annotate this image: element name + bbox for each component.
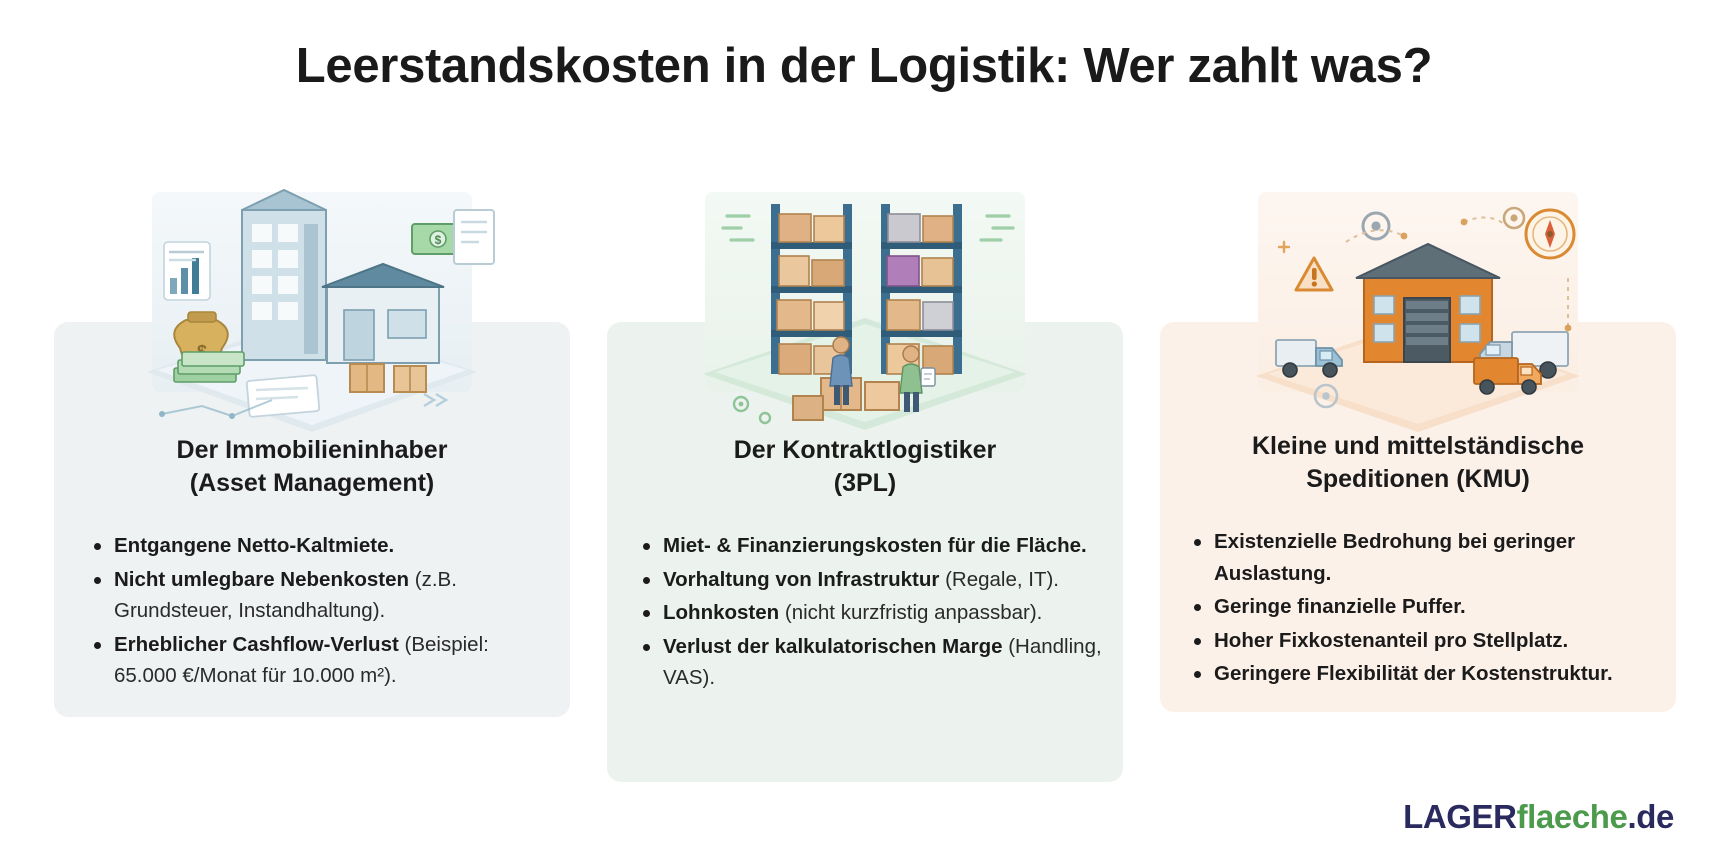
bullet-rest: (Regale, IT). — [939, 567, 1060, 591]
svg-text:$: $ — [435, 233, 442, 247]
list-item: Verlust der kalkulatorischen Marge (Hand… — [637, 631, 1105, 694]
bullet-bold: Vorhaltung von Infrastruktur — [663, 567, 940, 591]
bullet-bold: Geringe finanzielle Puffer. — [1214, 595, 1466, 619]
bullet-rest: (Beispiel: 65.000 €/Monat für 10.000 m²)… — [114, 632, 489, 688]
bullet-bold: Erheblicher Cashflow-Verlust — [114, 632, 399, 656]
card-title-line1: Der Kontraktlogistiker — [733, 436, 997, 464]
list-item: Miet- & Finanzierungskosten für die Fläc… — [637, 530, 1105, 562]
bullet-bold: Entgangene Netto-Kaltmiete. — [114, 534, 395, 557]
card-bullet-list: Entgangene Netto-Kaltmiete. Nicht umlegb… — [88, 530, 548, 694]
illustration-warehouse-trucks-warning-gears-icon — [1160, 182, 1676, 447]
list-item: Geringe finanzielle Puffer. — [1188, 591, 1662, 623]
bullet-rest: (nicht kurzfristig anpassbar). — [779, 601, 1043, 625]
card-title: Der Kontraktlogistiker (3PL) — [623, 434, 1107, 500]
logo-part-lager: LAGER — [1403, 798, 1517, 835]
card-immobilieninhaber: $ $ — [54, 188, 570, 717]
list-item: Erheblicher Cashflow-Verlust (Beispiel: … — [88, 629, 548, 692]
card-title: Kleine und mittelständische Speditionen … — [1176, 430, 1660, 496]
card-kontraktlogistiker: Der Kontraktlogistiker (3PL) Miet- & Fin… — [607, 192, 1123, 782]
card-title-line1: Der Immobilieninhaber — [176, 436, 448, 464]
list-item: Hoher Fixkostenanteil pro Stellplatz. — [1188, 625, 1662, 657]
cards-container: $ $ — [0, 140, 1728, 840]
list-item: Lohnkosten (nicht kurzfristig anpassbar)… — [637, 597, 1105, 629]
illustration-office-building-warehouse-money-icon: $ $ — [54, 182, 570, 447]
list-item: Existenzielle Bedrohung bei geringer Aus… — [1188, 526, 1662, 589]
list-item: Vorhaltung von Infrastruktur (Regale, IT… — [637, 564, 1105, 596]
logo-part-tld: .de — [1627, 798, 1675, 835]
bullet-bold: Nicht umlegbare Nebenkosten — [114, 567, 410, 591]
bullet-bold: Existenzielle Bedrohung bei geringer Aus… — [1214, 530, 1576, 585]
logo-part-flaeche: flaeche — [1516, 798, 1628, 835]
bullet-rest: (z.B. Grundsteuer, Instandhaltung). — [114, 567, 457, 623]
bullet-bold: Geringere Flexibilität der Kostenstruktu… — [1214, 662, 1613, 686]
bullet-rest: (Handling, VAS). — [663, 634, 1102, 690]
card-title-line1: Kleine und mittelständische — [1251, 432, 1584, 460]
card-title: Der Immobilieninhaber (Asset Management) — [70, 434, 554, 500]
list-item: Entgangene Netto-Kaltmiete. — [88, 530, 548, 562]
page-title: Leerstandskosten in der Logistik: Wer za… — [295, 39, 1433, 93]
list-item: Nicht umlegbare Nebenkosten (z.B. Grunds… — [88, 564, 548, 627]
card-title-line2: (Asset Management) — [189, 469, 435, 497]
card-bullet-list: Existenzielle Bedrohung bei geringer Aus… — [1188, 526, 1662, 692]
list-item: Geringere Flexibilität der Kostenstruktu… — [1188, 658, 1662, 690]
card-kmu-speditionen: Kleine und mittelständische Speditionen … — [1160, 192, 1676, 712]
bullet-bold: Verlust der kalkulatorischen Marge — [663, 634, 1003, 658]
bullet-bold: Miet- & Finanzierungskosten für die Fläc… — [663, 534, 1087, 557]
bullet-bold: Hoher Fixkostenanteil pro Stellplatz. — [1214, 628, 1569, 652]
card-title-line2: (3PL) — [833, 469, 897, 497]
illustration-warehouse-racking-pallets-workers-icon — [607, 182, 1123, 447]
bullet-bold: Lohnkosten — [663, 601, 780, 625]
card-bullet-list: Miet- & Finanzierungskosten für die Fläc… — [637, 530, 1105, 696]
brand-logo[interactable]: LAGERflaeche.de — [1403, 798, 1674, 836]
svg-text:$: $ — [197, 342, 207, 362]
card-title-line2: Speditionen (KMU) — [1306, 465, 1530, 493]
